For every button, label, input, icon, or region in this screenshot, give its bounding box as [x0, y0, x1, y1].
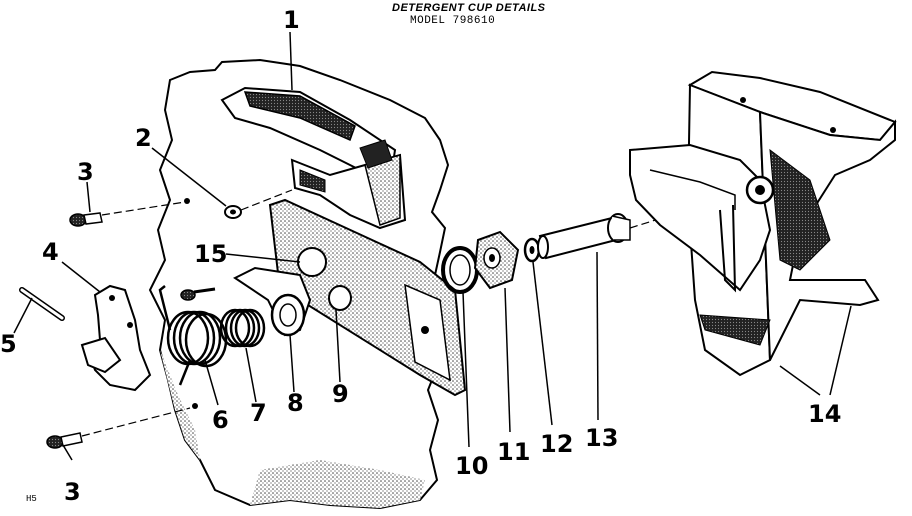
- callout-13: 13: [585, 424, 618, 452]
- part-screw-upper: [69, 198, 190, 227]
- part-spring-small: [219, 308, 266, 348]
- callout-8: 8: [287, 389, 304, 417]
- callout-1: 1: [283, 6, 300, 34]
- part-latch: [80, 284, 152, 392]
- callout-5: 5: [0, 330, 17, 358]
- page-code: H5: [26, 494, 37, 504]
- callout-3-upper: 3: [77, 158, 94, 186]
- callout-11: 11: [497, 438, 530, 466]
- callout-2: 2: [135, 124, 152, 152]
- callout-12: 12: [540, 430, 573, 458]
- callout-7: 7: [250, 399, 267, 427]
- part-screw-lower: [46, 403, 198, 449]
- callout-6: 6: [212, 406, 229, 434]
- part-cup-cover: [629, 70, 897, 377]
- part-cup-housing: [220, 86, 407, 230]
- model-number: MODEL 798610: [410, 15, 496, 27]
- part-gasket: [441, 246, 479, 294]
- callout-3-lower: 3: [64, 478, 81, 506]
- callout-14: 14: [808, 400, 841, 428]
- diagram-title: DETERGENT CUP DETAILS: [392, 2, 546, 14]
- callout-9: 9: [332, 380, 349, 408]
- part-nut: [224, 189, 293, 219]
- callout-15: 15: [194, 240, 227, 268]
- callout-4: 4: [42, 238, 59, 266]
- part-screw-mid: [180, 287, 216, 301]
- leader-lines: [13, 31, 852, 461]
- part-cam-lever: [233, 266, 312, 337]
- callout-labels: 1 2 3 3 4 5 6 7 8 9 10 11 12 13 14 15: [0, 6, 841, 506]
- part-washer: [523, 237, 541, 263]
- part-fitting-nut: [473, 230, 520, 290]
- part-pin: [19, 287, 65, 321]
- callout-10: 10: [455, 452, 488, 480]
